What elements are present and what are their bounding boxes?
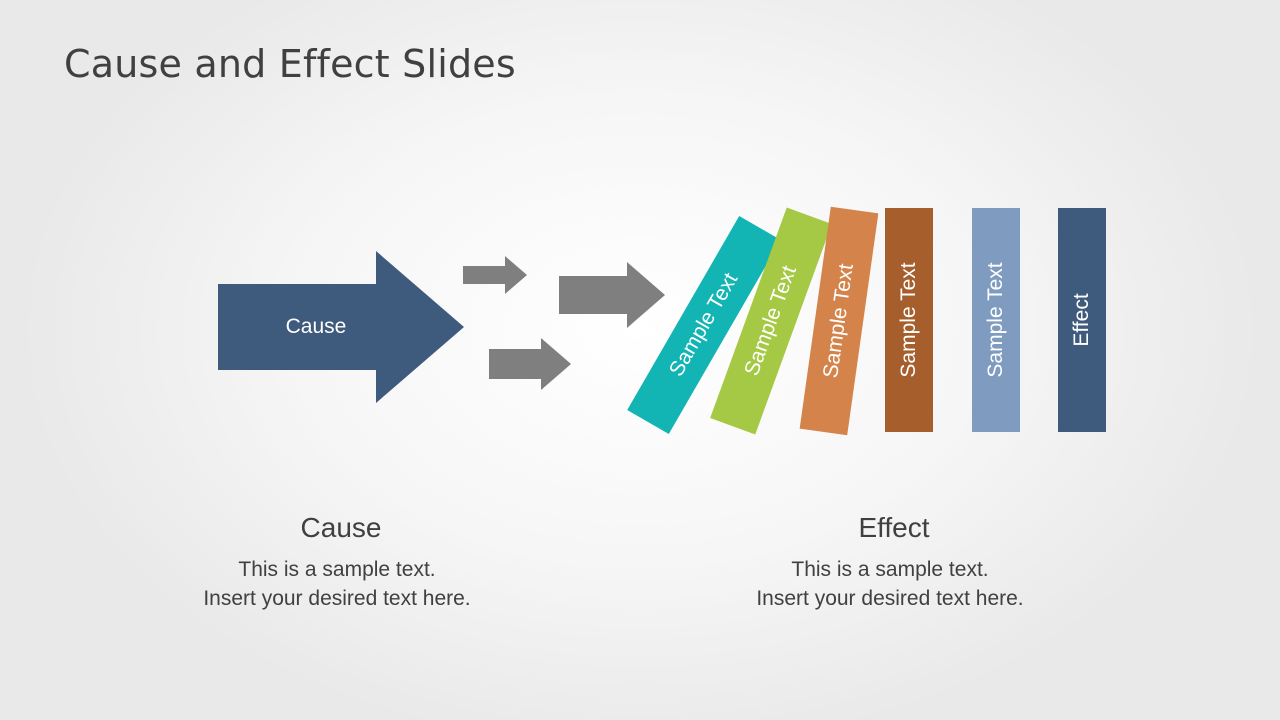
domino-5-label: Sample Text bbox=[984, 262, 1007, 378]
cause-description: This is a sample text. Insert your desir… bbox=[137, 555, 537, 613]
effect-description-line-1: This is a sample text. bbox=[791, 558, 989, 581]
cause-heading: Cause bbox=[300, 512, 382, 543]
cause-arrow: Cause bbox=[218, 251, 464, 403]
domino-6-label: Effect bbox=[1070, 293, 1093, 347]
domino-4-label: Sample Text bbox=[897, 262, 920, 378]
small-arrow-middle bbox=[559, 262, 665, 328]
domino-4: Sample Text bbox=[885, 208, 933, 432]
small-arrow-bottom bbox=[489, 338, 571, 390]
effect-heading: Effect bbox=[858, 512, 930, 543]
cause-description-line-1: This is a sample text. bbox=[238, 558, 436, 581]
effect-description: This is a sample text. Insert your desir… bbox=[690, 555, 1090, 613]
effect-description-line-2: Insert your desired text here. bbox=[756, 587, 1024, 610]
domino-6: Effect bbox=[1058, 208, 1106, 432]
slide-title: Cause and Effect Slides bbox=[64, 42, 516, 86]
small-arrow-top bbox=[463, 256, 527, 294]
cause-arrow-label: Cause bbox=[285, 315, 347, 338]
cause-description-line-2: Insert your desired text here. bbox=[203, 587, 471, 610]
domino-3-label: Sample Text bbox=[819, 262, 858, 380]
domino-5: Sample Text bbox=[972, 208, 1020, 432]
